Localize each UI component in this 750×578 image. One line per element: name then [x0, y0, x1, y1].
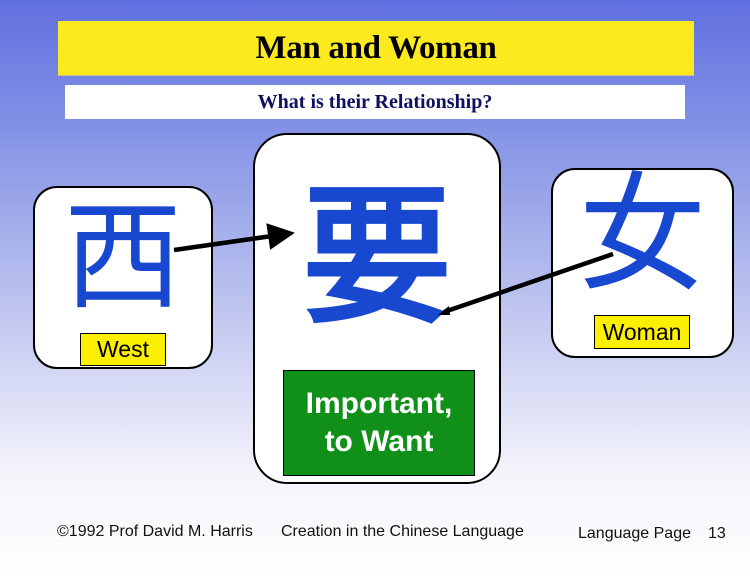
footer-course-title: Creation in the Chinese Language [281, 523, 524, 540]
card-want: 要 Important, to Want [253, 133, 501, 484]
footer-copyright: ©1992 Prof David M. Harris [57, 523, 253, 540]
label-important-to-want: Important, to Want [283, 370, 475, 476]
footer-page-label: Language Page [578, 525, 691, 542]
label-woman: Woman [594, 315, 690, 349]
title-banner: Man and Woman [58, 21, 694, 76]
subtitle-banner: What is their Relationship? [65, 85, 685, 119]
card-west: 西 West [33, 186, 213, 369]
slide-subtitle: What is their Relationship? [257, 90, 493, 113]
character-west: 西 [63, 188, 182, 326]
label-want-line1: Important, [305, 387, 453, 420]
slide-title: Man and Woman [255, 29, 497, 66]
footer-page-number: 13 [708, 525, 726, 542]
card-woman: 女 Woman [551, 168, 734, 358]
label-want-line2: to Want [324, 425, 434, 458]
label-west: West [80, 333, 166, 366]
character-want: 要 [301, 171, 452, 345]
character-woman: 女 [578, 161, 707, 310]
